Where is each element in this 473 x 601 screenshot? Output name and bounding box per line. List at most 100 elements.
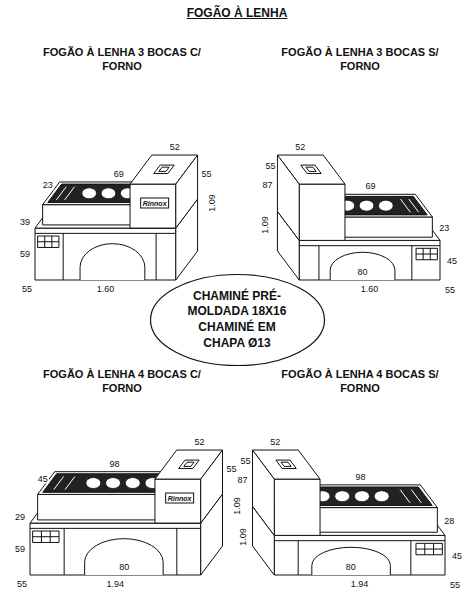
stove-heading: FOGÃO À LENHA 4 BOCAS C/ FORNO — [32, 368, 212, 396]
dimension-label: 55 — [444, 286, 456, 295]
brick-grid — [33, 531, 59, 542]
burner-hole — [106, 478, 121, 489]
dimension-label: 45 — [446, 256, 458, 265]
dimension-label: 59 — [19, 249, 31, 258]
brick-joint — [416, 254, 437, 255]
brick-grid — [38, 236, 59, 247]
dimension-label: 52 — [169, 143, 181, 152]
dimension-label: 55 — [225, 464, 237, 473]
dimension-label: 29 — [14, 512, 26, 521]
iron-plate — [306, 487, 433, 505]
cooktop-block — [301, 485, 438, 508]
dimension-label: 23 — [42, 181, 54, 190]
ash-arch — [330, 252, 395, 280]
brick-joint — [33, 536, 59, 537]
grate-bar — [65, 476, 75, 489]
brick-joint — [416, 549, 442, 550]
dimension-label: 87 — [236, 475, 248, 484]
dimension-label: 39 — [19, 217, 31, 226]
chimney-note-ellipse: CHAMINÉ PRÉ-MOLDADA 18X16 CHAMINÉ EM CHA… — [149, 273, 326, 367]
dimension-label: 52 — [194, 438, 206, 447]
brick-joint — [430, 248, 431, 259]
cooktop-block — [38, 494, 158, 520]
dimension-label: 80 — [118, 563, 130, 572]
brick-joint — [38, 241, 59, 242]
stove-base — [299, 240, 440, 280]
brick-joint — [424, 543, 425, 554]
grate-bar — [411, 490, 421, 503]
dimension-label: 1.09 — [207, 193, 216, 213]
stove-heading: FOGÃO À LENHA 3 BOCAS S/ FORNO — [270, 46, 450, 74]
chimney-block — [274, 479, 320, 535]
chimney-opening — [184, 462, 194, 466]
brick-grid — [416, 248, 437, 259]
burner-hole — [82, 188, 97, 199]
dimension-label: 55 — [240, 456, 252, 465]
dimension-label: 1.09 — [261, 215, 270, 235]
chimney-block — [176, 155, 198, 228]
burner-hole — [101, 188, 116, 199]
iron-plate — [43, 474, 170, 492]
dimension-label: 80 — [357, 268, 369, 277]
dimension-label: 55 — [264, 161, 276, 170]
burner-hole — [125, 478, 140, 489]
chimney-opening — [159, 167, 169, 171]
brick-joint — [44, 236, 45, 247]
dimension-label: 69 — [113, 169, 125, 178]
dimension-label: 1.94 — [106, 580, 126, 589]
chimney-block — [201, 450, 223, 523]
burner-hole — [354, 491, 369, 502]
dimension-label: 98 — [354, 472, 366, 481]
chimney-opening — [281, 462, 291, 466]
dimension-label: 28 — [443, 516, 455, 525]
dimension-label: 55 — [449, 581, 461, 590]
burner-hole — [374, 491, 389, 502]
dimension-label: 45 — [37, 474, 49, 483]
base-panel-line — [410, 541, 411, 575]
dimension-label: 98 — [109, 459, 121, 468]
base-panel-line — [176, 528, 177, 575]
burner-hole — [379, 200, 394, 211]
grate-bar — [400, 490, 410, 503]
dimension-label: 59 — [14, 544, 26, 553]
dimension-label: 23 — [438, 223, 450, 232]
dimension-label: 55 — [21, 285, 33, 294]
node-text-group: CHAMINÉ PRÉ-MOLDADA 18X16 CHAMINÉ EM CHA… — [178, 289, 296, 351]
stove-base — [274, 535, 445, 575]
chimney-block — [130, 184, 176, 228]
brick-joint — [423, 248, 424, 259]
base-panel-line — [318, 246, 319, 280]
brick-joint — [433, 543, 434, 554]
stove-base — [35, 228, 176, 280]
dimension-label: 52 — [269, 438, 281, 447]
stove-heading: FOGÃO À LENHA 4 BOCAS S/ FORNO — [270, 368, 450, 396]
dimension-label: 55 — [16, 580, 28, 589]
title: FOGÃO À LENHA — [187, 7, 288, 19]
stove-base — [30, 523, 201, 575]
brick-joint — [50, 531, 51, 542]
brand-plate: Rinnox — [165, 492, 195, 503]
base-slab-line — [35, 233, 176, 234]
chimney-opening — [276, 460, 296, 468]
chimney-opening — [179, 460, 199, 468]
ash-arch — [85, 539, 164, 575]
brick-grid — [416, 543, 442, 554]
chimney-opening — [306, 167, 316, 171]
dimension-label: 1.09 — [238, 527, 247, 547]
chimney-block — [253, 450, 275, 535]
burner-hole — [335, 491, 350, 502]
base-slab-line — [274, 540, 445, 541]
base-panel-line — [411, 246, 412, 280]
chimney-block — [155, 479, 201, 523]
chimney-block — [299, 184, 345, 240]
dimension-label: 52 — [294, 143, 306, 152]
dimension-label: 80 — [345, 563, 357, 572]
brick-joint — [41, 531, 42, 542]
burner-hole — [359, 200, 374, 211]
node-text: CHAMINÉ PRÉ-MOLDADA 18X16 CHAMINÉ EM CHA… — [178, 289, 296, 351]
base-slab-line — [299, 245, 440, 246]
grate-bar — [56, 187, 66, 200]
dimension-label: 45 — [451, 551, 463, 560]
ellipse-shape — [150, 275, 324, 366]
